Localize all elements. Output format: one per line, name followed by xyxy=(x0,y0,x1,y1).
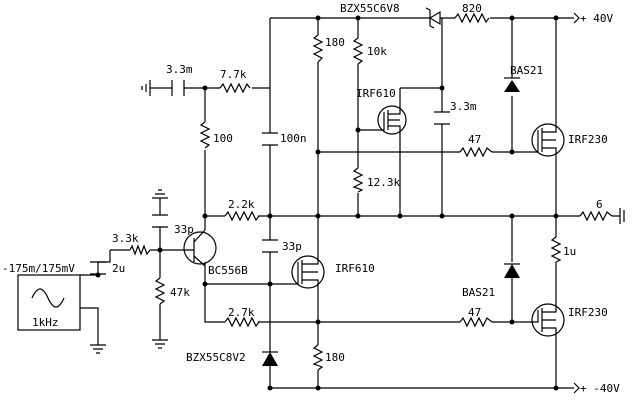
resistor-180-top xyxy=(312,34,324,63)
label-r-12k3: 12.3k xyxy=(367,176,400,189)
mosfet-irf230-top xyxy=(530,118,565,162)
resistor-2k2 xyxy=(224,210,260,222)
resistor-47-bot xyxy=(459,316,493,328)
resistor-47-top xyxy=(459,146,493,158)
supply-neg-terminal xyxy=(560,382,580,394)
label-r-180-top: 180 xyxy=(325,36,345,49)
capacitor-33p-left xyxy=(152,214,168,228)
label-r-100: 100 xyxy=(213,132,233,145)
label-r-820: 820 xyxy=(462,2,482,15)
mosfet-irf610-top xyxy=(377,105,407,135)
label-c-3m3-mid: 3.3m xyxy=(450,100,477,113)
resistor-3k3 xyxy=(129,244,151,256)
signal-source xyxy=(17,274,81,331)
label-r-10k: 10k xyxy=(367,45,387,58)
resistor-10k xyxy=(352,37,364,65)
label-bas21-bot: BAS21 xyxy=(462,286,495,299)
label-r-2k7: 2.7k xyxy=(228,306,255,319)
label-c-33p-left: 33p xyxy=(174,223,194,236)
label-c-100n: 100n xyxy=(280,132,307,145)
label-zener-bot: BZX55C8V2 xyxy=(186,351,246,364)
transistor-bc556b xyxy=(183,229,217,267)
zener-diode-bot xyxy=(262,351,278,366)
output-terminal xyxy=(619,208,625,224)
ground-33p xyxy=(152,189,168,199)
label-r-180-bot: 180 xyxy=(325,351,345,364)
capacitor-33p-mid xyxy=(262,239,278,253)
label-c-33p-mid: 33p xyxy=(282,240,302,253)
capacitor-3m3-input xyxy=(171,80,185,96)
resistor-47k xyxy=(154,277,166,305)
mosfet-irf230-bot xyxy=(530,300,565,340)
label-zener-top: BZX55C6V8 xyxy=(340,2,400,15)
label-r-7k7: 7.7k xyxy=(220,68,247,81)
mosfet-irf610-bot xyxy=(290,255,325,292)
label-irf230-top: IRF230 xyxy=(568,133,608,146)
label-irf610-bot: IRF610 xyxy=(335,262,375,275)
capacitor-100n xyxy=(262,132,278,146)
label-c-3m3-in: 3.3m xyxy=(166,63,193,76)
zener-diode-top xyxy=(425,7,441,29)
label-source-freq: 1kHz xyxy=(32,316,59,329)
inductor-1u xyxy=(550,236,562,263)
label-c-2u: 2u xyxy=(112,262,125,275)
ground-47k xyxy=(152,339,168,349)
diode-bas21-top xyxy=(504,77,520,92)
resistor-100 xyxy=(199,121,211,149)
resistor-12k3 xyxy=(352,167,364,193)
label-bas21-top: BAS21 xyxy=(510,64,543,77)
label-r-47-bot: 47 xyxy=(468,306,481,319)
resistor-180-bot xyxy=(312,344,324,371)
label-supply-neg: + -40V xyxy=(580,382,620,395)
label-r-47k: 47k xyxy=(170,286,190,299)
label-r-47-top: 47 xyxy=(468,133,481,146)
label-l-1u: 1u xyxy=(563,245,576,258)
junction-dots xyxy=(95,15,559,391)
ground-input xyxy=(141,80,151,96)
resistor-6 xyxy=(579,210,613,222)
label-supply-pos: + 40V xyxy=(580,12,613,25)
diode-bas21-bot xyxy=(504,263,520,278)
label-irf230-bot: IRF230 xyxy=(568,306,608,319)
capacitor-3m3-mid xyxy=(434,111,450,125)
resistor-7k7 xyxy=(219,82,251,94)
supply-pos-terminal xyxy=(560,12,580,24)
label-r-3k3: 3.3k xyxy=(112,232,139,245)
resistor-2k7 xyxy=(224,316,260,328)
resistor-820 xyxy=(454,12,490,24)
wiring xyxy=(80,17,620,389)
label-source-amp: -175m/175mV xyxy=(2,262,75,275)
label-irf610-top: IRF610 xyxy=(356,87,396,100)
label-bc556b: BC556B xyxy=(208,264,248,277)
ground-source xyxy=(90,344,106,354)
label-r-2k2: 2.2k xyxy=(228,198,255,211)
label-r-6: 6 xyxy=(596,198,603,211)
